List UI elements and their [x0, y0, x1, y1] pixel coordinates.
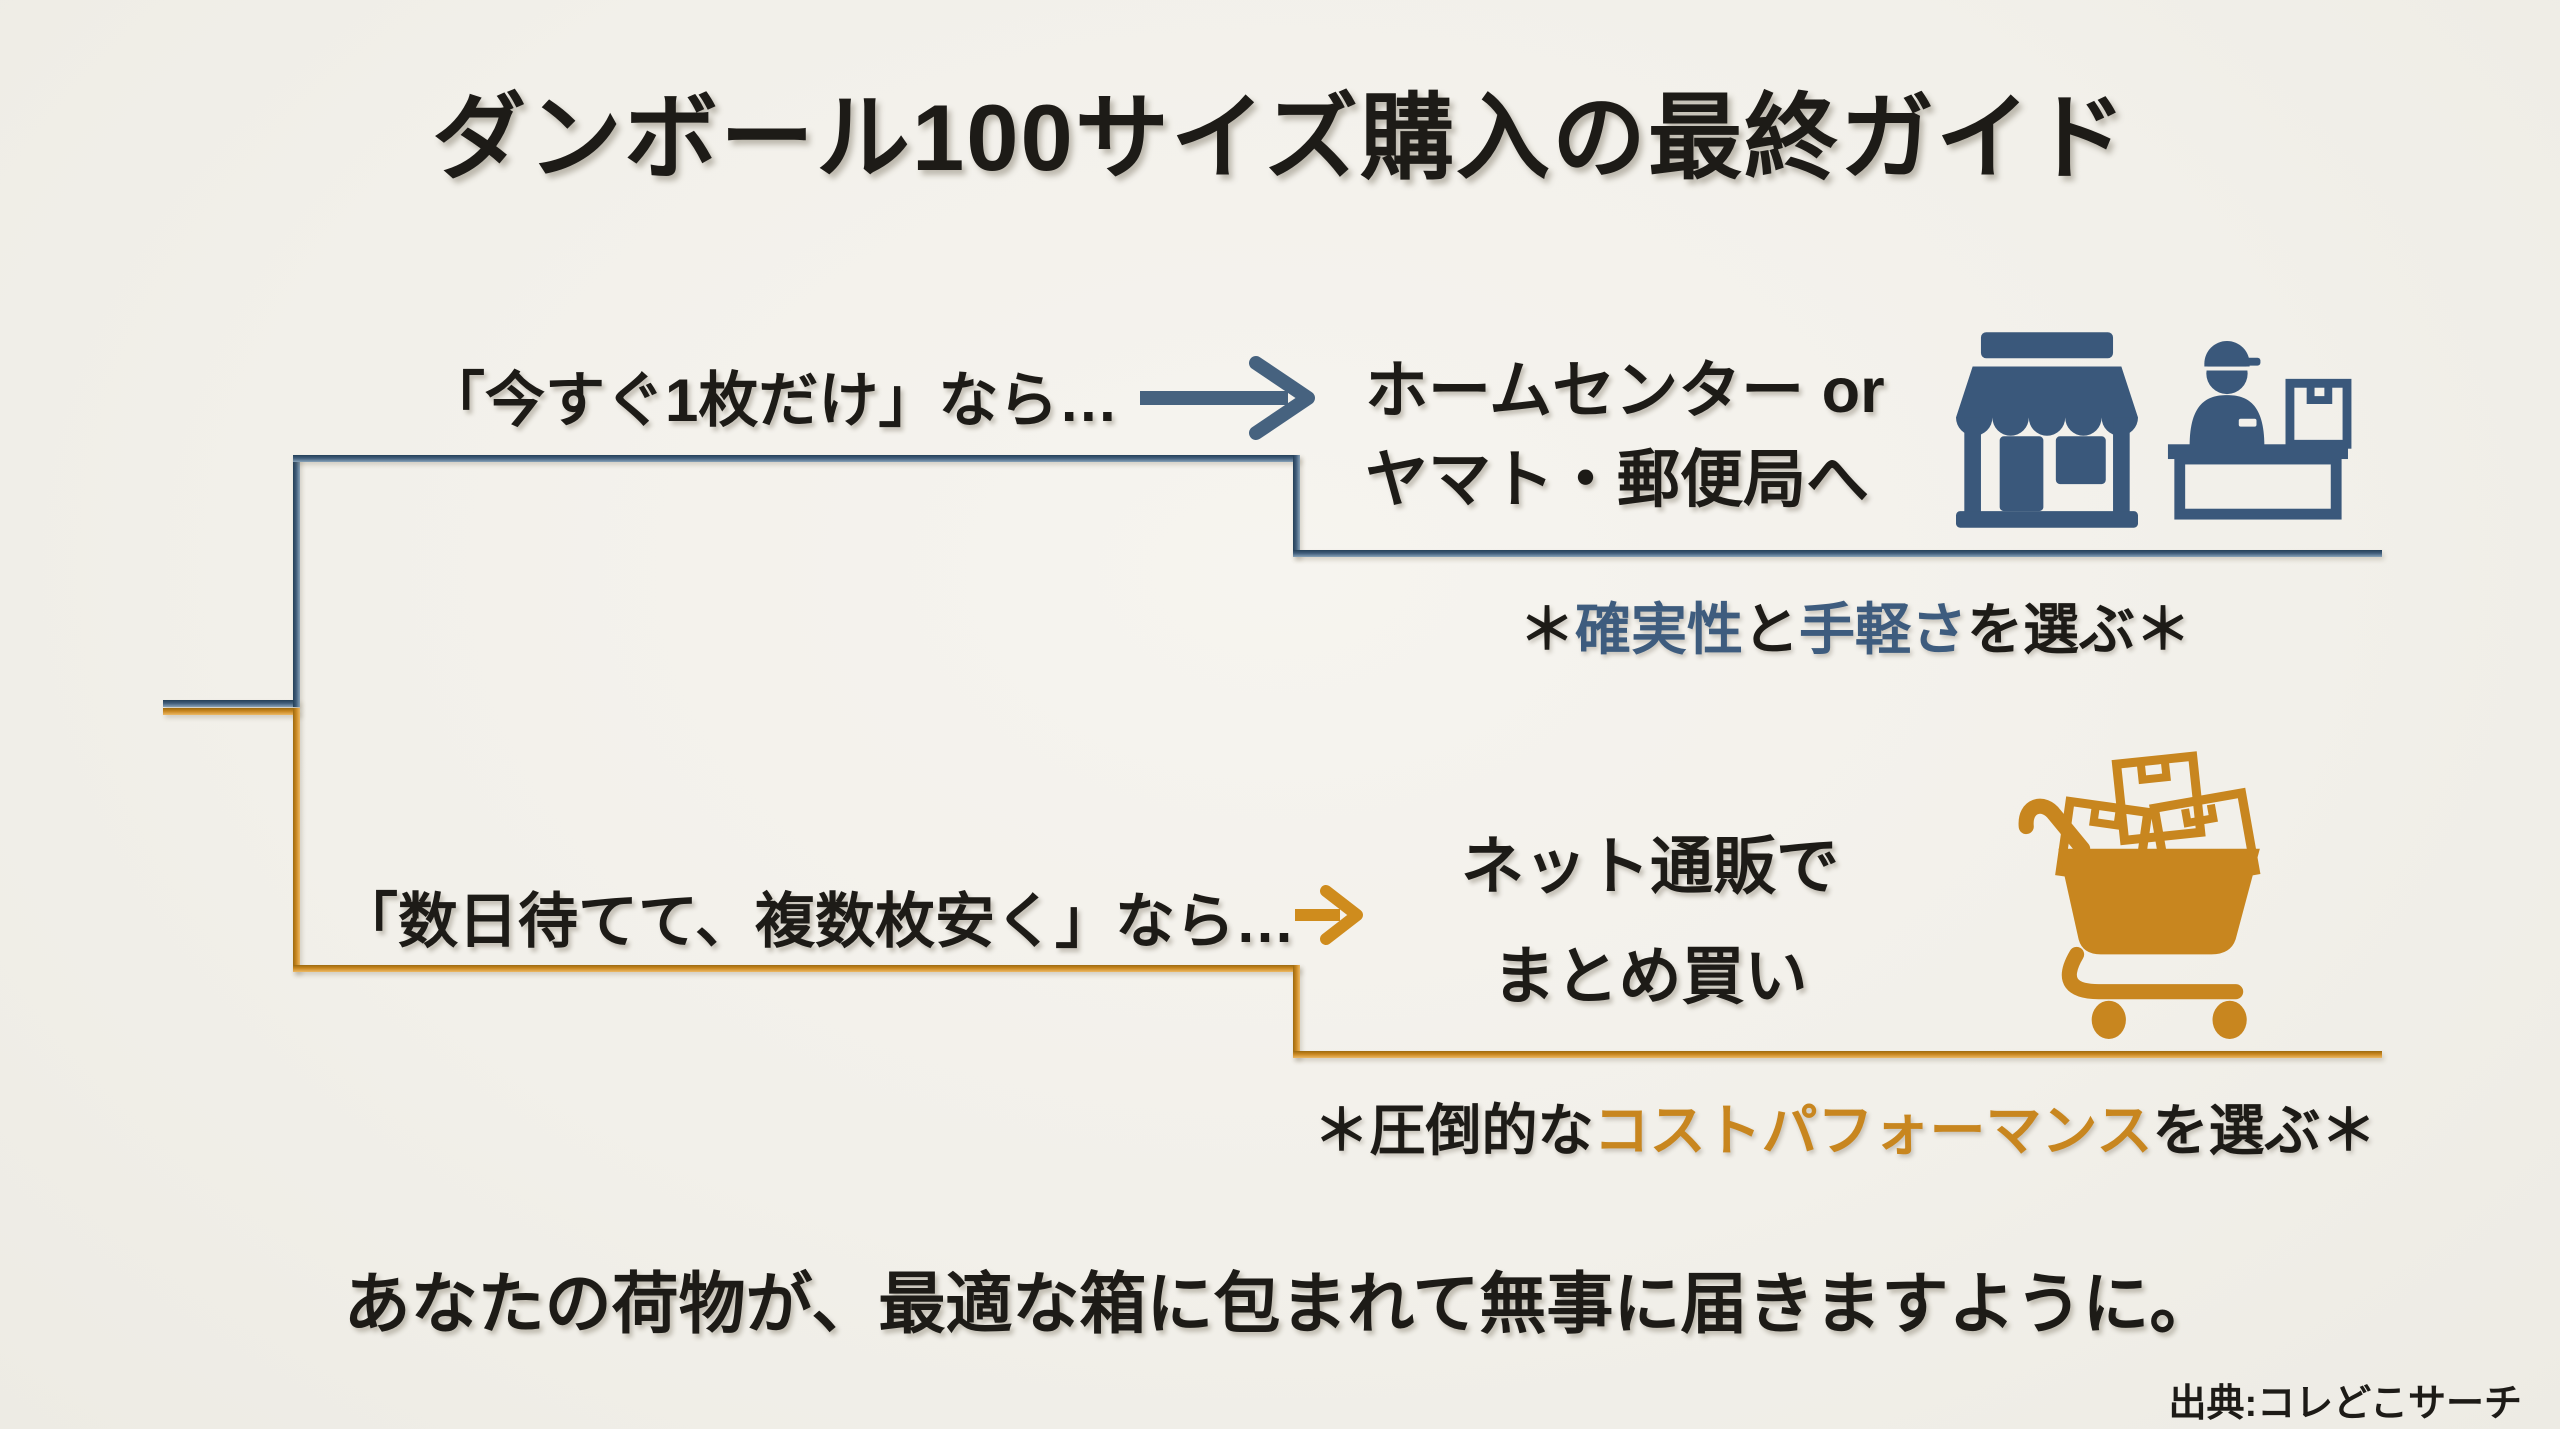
page-title: ダンボール100サイズ購入の最終ガイド: [431, 85, 2129, 190]
shopping-cart-icon: [2018, 751, 2261, 1039]
tree-root-stub-orange: [163, 708, 300, 715]
note-top-open: ＊: [1519, 598, 1575, 661]
tree-root-stub-blue: [163, 700, 300, 707]
branch-bottom-result-underline: [1293, 1051, 2382, 1058]
branch-top-step-vertical: [1293, 455, 1300, 557]
note-bottom-open: ＊圧倒的な: [1313, 1099, 1594, 1162]
branch-bottom-step-vertical: [1293, 965, 1300, 1058]
branch-bottom-condition: 「数日待てて、複数枚安く」なら…: [338, 888, 1295, 955]
arrow-right-blue-icon: [1140, 356, 1315, 440]
branch-bottom-underline: [293, 965, 1300, 972]
branch-top-result-underline: [1293, 550, 2382, 557]
arrow-right-orange-icon: [1295, 885, 1363, 945]
branch-top-vertical: [293, 455, 300, 707]
closing-message: あなたの荷物が、最適な箱に包まれて無事に届きますように。: [343, 1267, 2217, 1342]
branch-bottom-note: ＊圧倒的なコストパフォーマンスを選ぶ＊: [1290, 1086, 2400, 1167]
branch-top-condition: 「今すぐ1枚だけ」なら…: [425, 367, 1119, 434]
branch-top-result: ホームセンター or ヤマト・郵便局へ: [1365, 347, 1885, 525]
branch-top-underline: [293, 455, 1300, 462]
branch-top-result-line1: ホームセンター or: [1365, 356, 1885, 426]
note-top-keyword1: 確実性: [1575, 598, 1743, 661]
note-bottom-close: を選ぶ＊: [2152, 1099, 2377, 1162]
branch-bottom-result-line1: ネット通販で: [1461, 832, 1839, 902]
branch-top-note: ＊確実性と手軽さを選ぶ＊: [1310, 585, 2400, 666]
storefront-icon: [1956, 332, 2138, 528]
branch-top-result-line2: ヤマト・郵便局へ: [1365, 445, 1869, 515]
branch-bottom-result: ネット通販で まとめ買い: [1360, 812, 1940, 1032]
note-top-close: を選ぶ＊: [1967, 598, 2191, 661]
source-credit: 出典:コレどこサーチ: [2168, 1383, 2522, 1425]
note-bottom-keyword: コストパフォーマンス: [1593, 1099, 2153, 1162]
branch-bottom-vertical: [293, 708, 300, 972]
note-top-keyword2: 手軽さ: [1799, 598, 1967, 661]
note-top-and: と: [1743, 598, 1799, 661]
branch-bottom-result-line2: まとめ買い: [1492, 942, 1808, 1012]
clerk-counter-icon: [2167, 340, 2352, 520]
